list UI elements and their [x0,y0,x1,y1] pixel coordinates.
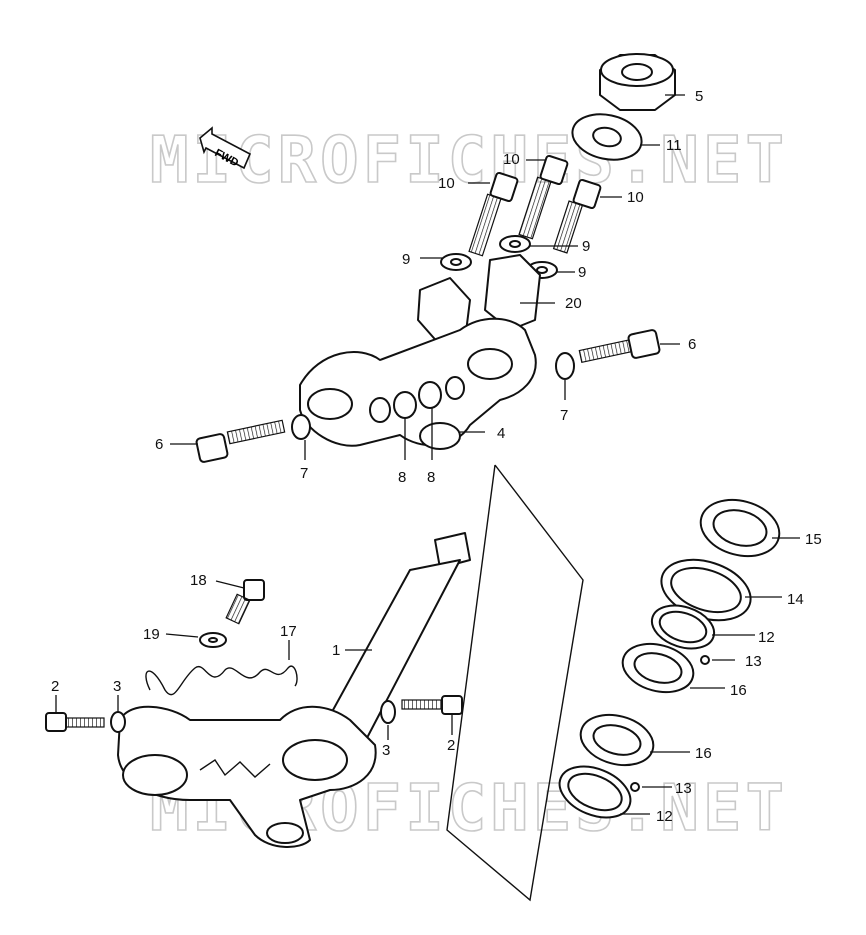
seal-12-bottom [558,765,650,819]
bolt-10-middle [518,154,569,240]
bolt-2-right [380,695,463,740]
callout-4: 4 [497,425,505,442]
bearing-cup-14 [660,558,782,622]
callout-20: 20 [565,295,582,312]
callout-7-right: 7 [560,407,568,424]
bolt-10-right [552,178,622,254]
bolt-6-right [555,329,680,400]
callout-15: 15 [805,531,822,548]
lock-nut-15 [699,498,800,558]
callout-2-left: 2 [51,678,59,695]
callout-14: 14 [787,591,804,608]
washers-9 [420,235,578,279]
washer-11 [571,113,660,161]
callout-12-bottom: 12 [656,808,673,825]
lower-bracket [117,705,377,848]
callout-5: 5 [695,88,703,105]
bolt-6-left [170,414,311,463]
bearing-16-top [621,642,735,694]
callout-16-bottom: 16 [695,745,712,762]
callout-3-left: 3 [113,678,121,695]
callout-18: 18 [190,572,207,589]
callout-8-left: 8 [398,469,406,486]
callout-6-left: 6 [155,436,163,453]
callout-11: 11 [666,137,682,154]
callout-8-right: 8 [427,469,435,486]
bolt-2-left [45,695,126,733]
callout-6-right: 6 [688,336,696,353]
callout-1: 1 [332,642,340,659]
seal-12-top [650,604,755,650]
washer-19 [165,632,227,648]
bolt-10-left [468,171,519,257]
callout-19: 19 [143,626,160,643]
callout-3-right: 3 [382,742,390,759]
callout-17: 17 [280,623,297,640]
bolt-18 [215,579,265,625]
callout-13-bottom: 13 [675,780,692,797]
callout-10-middle: 10 [503,151,520,168]
steering-stem-nut [599,53,685,111]
callout-9-left: 9 [402,251,410,268]
callout-10-left: 10 [438,175,455,192]
callout-13-top: 13 [745,653,762,670]
callout-16-top: 16 [730,682,747,699]
callout-9-upper: 9 [582,238,590,255]
watermark-top: MICROFICHES.NET [150,124,788,198]
callout-2-right: 2 [447,737,455,754]
spring-clip-17 [145,640,298,696]
callout-9-lower: 9 [578,264,586,281]
callout-10-right: 10 [627,189,644,206]
callout-12-top: 12 [758,629,775,646]
callout-7-left: 7 [300,465,308,482]
upper-bracket [299,254,555,460]
bearing-16-bottom [579,713,690,792]
